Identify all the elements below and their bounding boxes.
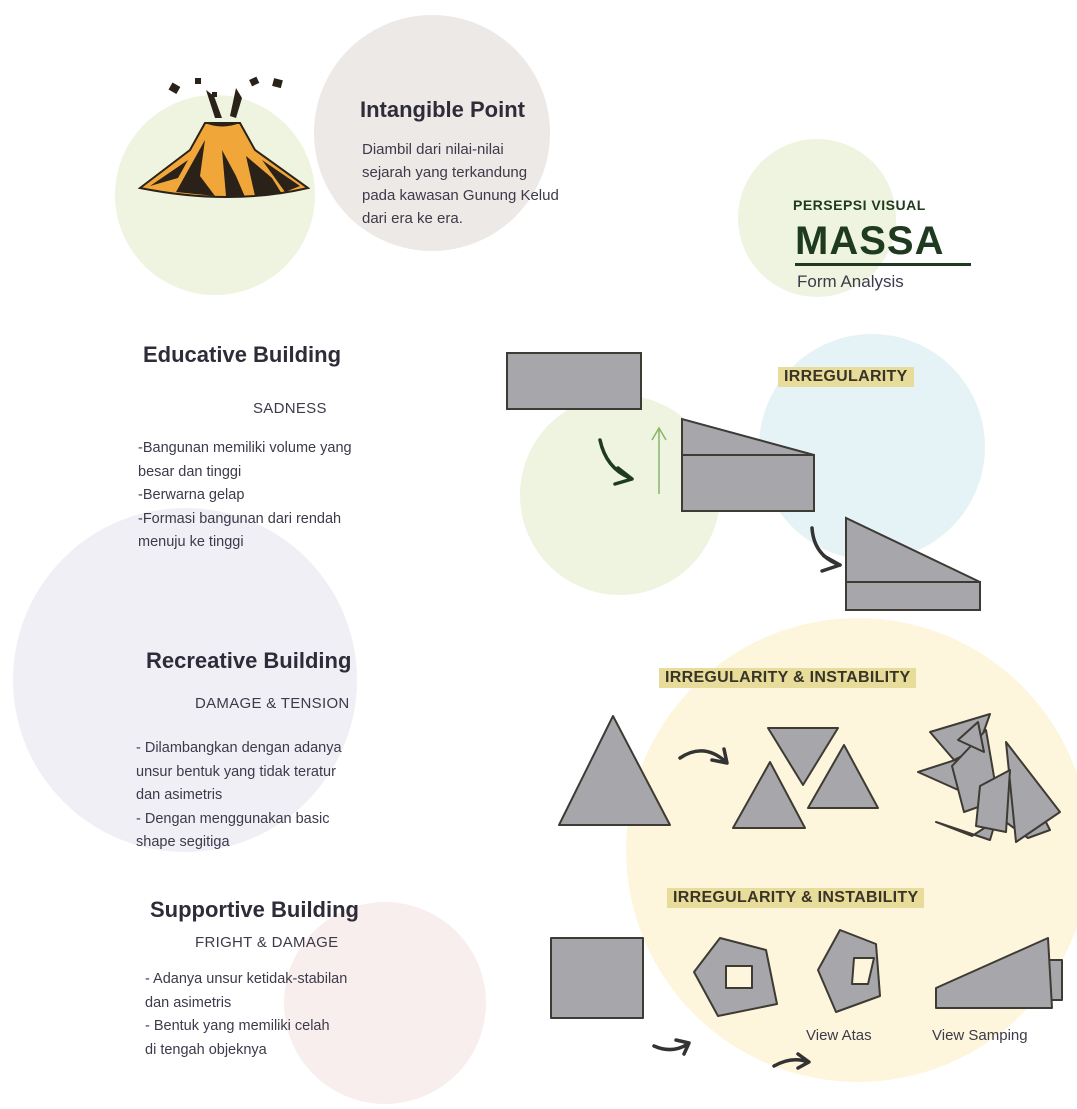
flat-block-shape — [506, 352, 642, 410]
shard-5-shape — [1005, 741, 1061, 843]
pentagon-slot-shape — [817, 929, 881, 1013]
view-side-caption: View Samping — [932, 1027, 1028, 1044]
split-triangle-left-shape — [732, 761, 806, 829]
intangible-line: sejarah yang terkandung — [362, 164, 528, 181]
split-triangle-right-shape — [807, 744, 879, 809]
supportive-point: - Adanya unsur ketidak-stabilan — [145, 971, 348, 987]
educative-arrows — [598, 438, 842, 573]
rose-circle — [284, 902, 486, 1104]
supportive-mood: FRIGHT & DAMAGE — [195, 934, 339, 951]
side-view-shape — [935, 937, 1053, 1009]
irregularity-instability-tag-2: IRREGULARITY & INSTABILITY — [667, 888, 925, 908]
recreative-point: - Dilambangkan dengan adanya — [136, 740, 342, 756]
recreative-title: Recreative Building — [146, 648, 352, 673]
badge-subtitle: Form Analysis — [797, 272, 904, 291]
educative-title: Educative Building — [143, 342, 342, 367]
supportive-point: di tengah objeknya — [145, 1041, 267, 1058]
supportive-point: - Bentuk yang memiliki celah — [145, 1018, 330, 1034]
square-shape — [550, 937, 644, 1019]
educative-point: -Berwarna gelap — [138, 487, 245, 503]
recreative-point: dan asimetris — [136, 787, 223, 803]
educative-point: besar dan tinggi — [138, 463, 242, 480]
educative-point: -Formasi bangunan dari rendah — [138, 510, 342, 527]
supportive-arrows — [652, 1038, 811, 1070]
inverted-triangle-shape — [767, 727, 839, 786]
up-arrow — [651, 426, 667, 494]
educative-mood: SADNESS — [253, 400, 327, 417]
supportive-points: - Adanya unsur ketidak-stabilan dan asim… — [145, 968, 347, 1062]
supportive-shapes — [550, 929, 1063, 1019]
educative-point: menuju ke tinggi — [138, 534, 244, 550]
wedge-small-base-shape — [845, 581, 981, 611]
supportive-title: Supportive Building — [150, 897, 359, 922]
big-triangle-shape — [558, 715, 671, 826]
intangible-description: Diambil dari nilai-nilai sejarah yang te… — [362, 138, 559, 230]
educative-shapes — [506, 352, 981, 611]
intangible-line: Diambil dari nilai-nilai — [362, 141, 504, 158]
badge-pretitle: PERSEPSI VISUAL — [793, 197, 926, 213]
intangible-line: pada kawasan Gunung Kelud — [362, 187, 559, 204]
recreative-shapes — [558, 713, 1061, 843]
view-top-caption: View Atas — [806, 1027, 872, 1044]
educative-points: -Bangunan memiliki volume yang besar dan… — [138, 437, 352, 555]
supportive-point: dan asimetris — [145, 994, 232, 1011]
irregularity-instability-tag-1: IRREGULARITY & INSTABILITY — [659, 668, 917, 688]
green-circle-middle — [520, 395, 720, 595]
badge-title: MASSA — [795, 219, 971, 266]
recreative-point: shape segitiga — [136, 834, 230, 850]
educative-point: -Bangunan memiliki volume yang — [138, 440, 352, 456]
volcano-icon — [137, 76, 311, 198]
wedge-base-shape — [681, 454, 815, 512]
lavender-circle — [13, 508, 357, 852]
recreative-point: unsur bentuk yang tidak teratur — [136, 763, 336, 780]
intangible-line: dari era ke era. — [362, 210, 463, 227]
irregularity-tag: IRREGULARITY — [778, 367, 914, 387]
shard-6-shape — [957, 721, 985, 753]
intangible-title: Intangible Point — [360, 97, 525, 122]
green-circle-badge — [738, 139, 896, 297]
recreative-point: - Dengan menggunakan basic — [136, 810, 330, 827]
recreative-points: - Dilambangkan dengan adanya unsur bentu… — [136, 737, 342, 855]
blue-circle — [759, 334, 985, 560]
pentagon-hollow-shape — [693, 937, 778, 1017]
recreative-mood: DAMAGE & TENSION — [195, 695, 350, 712]
shard-7-shape — [975, 769, 1011, 833]
grey-circle-intangible — [314, 15, 550, 251]
recreative-arrow — [678, 747, 729, 765]
